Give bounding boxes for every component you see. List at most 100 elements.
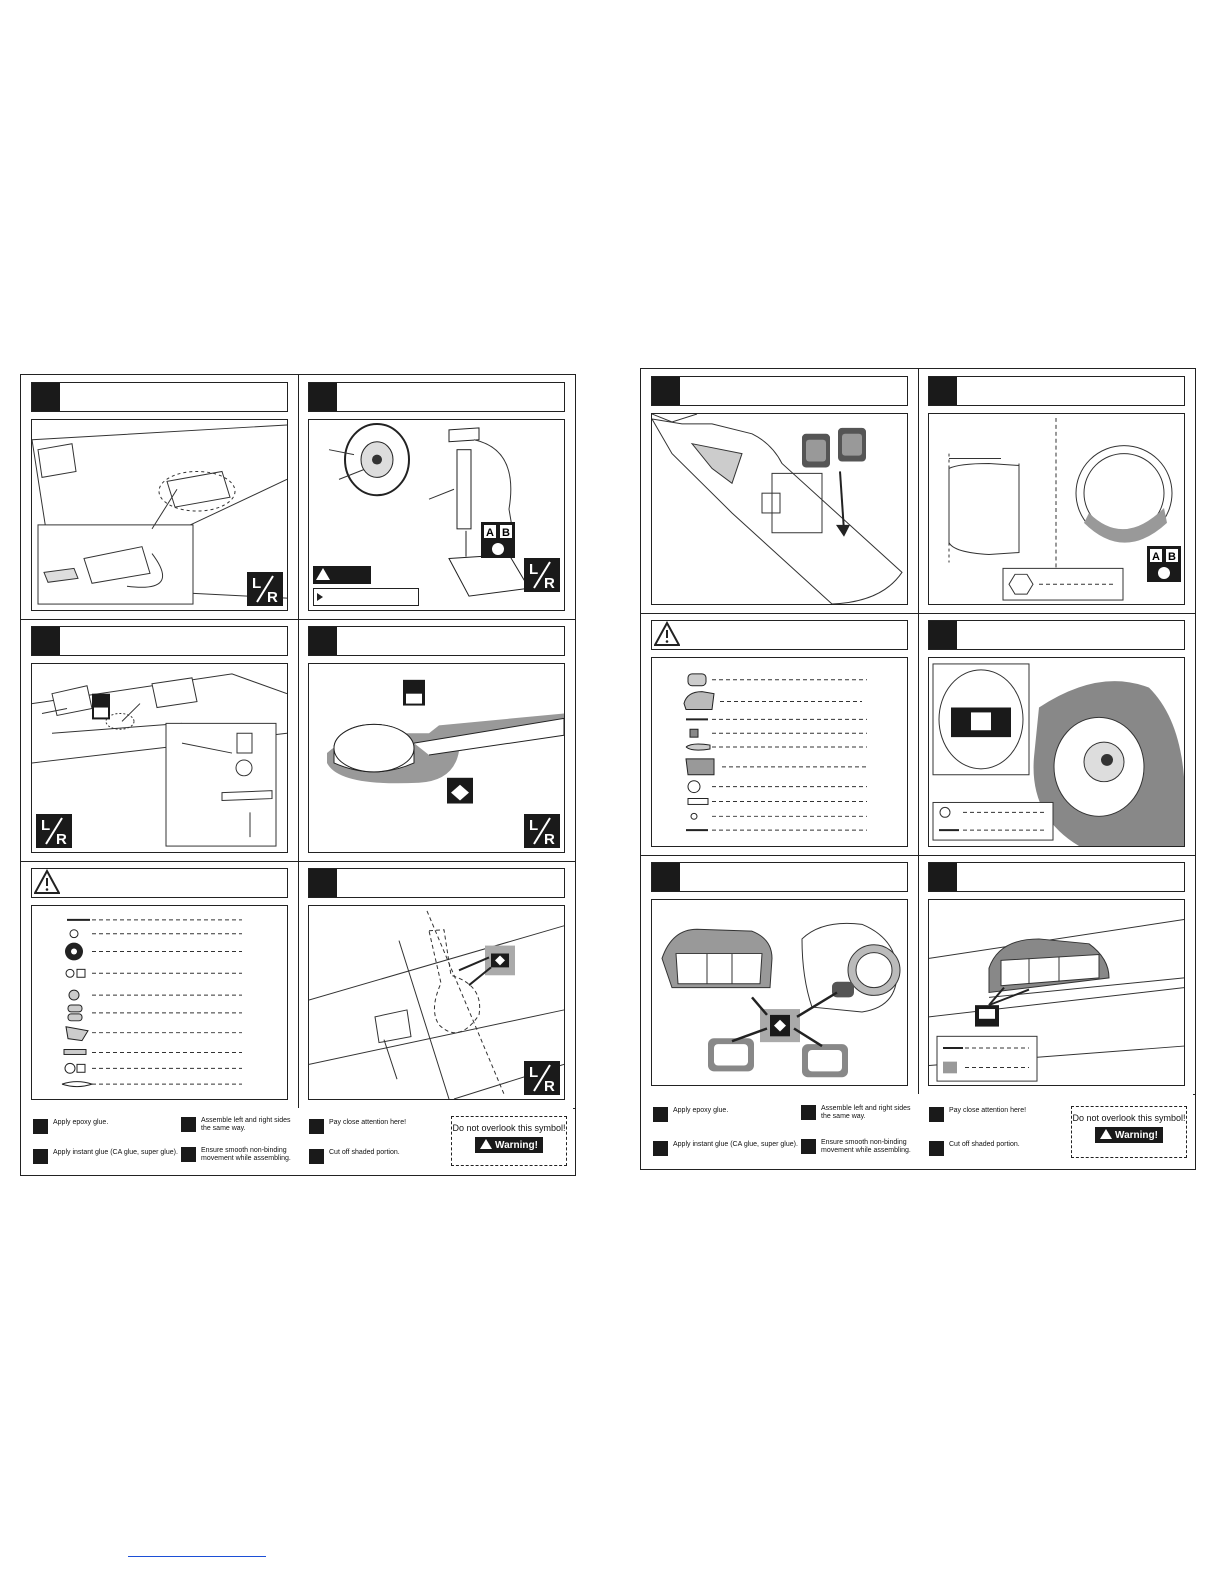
pointing-hand-icon xyxy=(309,1119,324,1134)
legend-cut: Cut off shaded portion. xyxy=(309,1149,400,1164)
step-number-box xyxy=(309,383,337,411)
parts-list-box xyxy=(31,905,288,1100)
step-number-box xyxy=(32,627,60,655)
legend-smooth: Ensure smooth non-binding movement while… xyxy=(801,1139,911,1155)
svg-text:A: A xyxy=(486,527,494,539)
step-servo-cutout: L R xyxy=(298,619,575,861)
warning-triangle-icon xyxy=(480,1139,493,1149)
svg-text:A: A xyxy=(1152,551,1160,563)
step-header xyxy=(651,862,908,892)
step-wing-servo: L R xyxy=(298,861,575,1108)
arrows-icon xyxy=(181,1147,196,1162)
arrow-icon xyxy=(317,593,323,601)
step-number-box xyxy=(929,863,957,891)
ca-glue-icon xyxy=(33,1149,48,1164)
step-header xyxy=(31,868,288,898)
row-divider xyxy=(641,855,1195,856)
legend-epoxy: Apply epoxy glue. xyxy=(653,1107,728,1122)
dont-overlook-text: Do not overlook this symbol! xyxy=(1072,1113,1186,1123)
step-number-box xyxy=(652,377,680,405)
svg-text:R: R xyxy=(544,831,555,848)
step-number-box xyxy=(32,383,60,411)
step-number-box xyxy=(929,621,957,649)
row-divider xyxy=(21,619,575,620)
left-right-icon xyxy=(801,1105,816,1120)
left-right-icon: L R xyxy=(524,814,560,848)
warning-triangle-icon xyxy=(316,568,330,580)
step-hinge-install: L R xyxy=(21,375,298,619)
svg-text:R: R xyxy=(544,575,555,592)
symbol-legend: Apply epoxy glue. Apply instant glue (CA… xyxy=(641,1094,1193,1167)
warning-badge: Warning! xyxy=(475,1137,543,1153)
step-cowl-mount xyxy=(918,613,1195,855)
warning-triangle-icon xyxy=(1100,1129,1113,1139)
svg-text:R: R xyxy=(544,1078,555,1095)
parts-list-box xyxy=(651,657,908,847)
epoxy-ab-icon: A B xyxy=(481,522,515,558)
epoxy-ab-icon xyxy=(653,1107,668,1122)
step-fuselage-foam xyxy=(641,369,918,613)
svg-text:L: L xyxy=(41,817,50,834)
step-parts-list xyxy=(641,613,918,855)
step-control-horn: L R xyxy=(21,619,298,861)
epoxy-ab-icon xyxy=(33,1119,48,1134)
dont-overlook-box: Do not overlook this symbol! Warning! xyxy=(1071,1106,1187,1158)
underline-link-mark[interactable] xyxy=(128,1556,266,1557)
step-header xyxy=(308,382,565,412)
step-illustration: A B L R Warning! xyxy=(308,419,565,611)
ca-glue-icon xyxy=(653,1141,668,1156)
symbol-legend: Apply epoxy glue. Apply instant glue (CA… xyxy=(21,1108,573,1173)
row-divider xyxy=(641,613,1195,614)
step-header xyxy=(308,868,565,898)
left-right-icon: L R xyxy=(524,558,560,592)
step-header xyxy=(928,862,1185,892)
cut-icon xyxy=(929,1141,944,1156)
svg-text:R: R xyxy=(267,589,278,606)
warning-note-box xyxy=(313,588,419,606)
arrows-icon xyxy=(801,1139,816,1154)
step-wheel-strut: A B L R Warning! xyxy=(298,375,575,619)
legend-ca: Apply instant glue (CA glue, super glue)… xyxy=(33,1149,178,1164)
warning-badge: Warning! xyxy=(313,566,371,599)
step-header xyxy=(651,376,908,406)
svg-text:L: L xyxy=(529,561,538,578)
legend-epoxy: Apply epoxy glue. xyxy=(33,1119,108,1134)
column-divider xyxy=(918,369,919,1094)
step-header xyxy=(928,620,1185,650)
dont-overlook-box: Do not overlook this symbol! Warning! xyxy=(451,1116,567,1166)
epoxy-ab-icon: A B xyxy=(1147,546,1181,582)
legend-smooth: Ensure smooth non-binding movement while… xyxy=(181,1147,291,1163)
step-number-box xyxy=(309,869,337,897)
step-number-box xyxy=(309,627,337,655)
svg-text:B: B xyxy=(502,527,510,539)
left-right-icon: L R xyxy=(247,572,283,606)
left-instruction-page: L R A xyxy=(20,374,576,1176)
step-cowl-ring: A B xyxy=(918,369,1195,613)
svg-text:R: R xyxy=(56,831,67,848)
step-header xyxy=(651,620,908,650)
left-right-icon: L R xyxy=(36,814,72,848)
legend-attention: Pay close attention here! xyxy=(309,1119,406,1134)
step-parts-list xyxy=(21,861,298,1108)
step-illustration: L R xyxy=(31,419,288,611)
legend-left-right: Assemble left and right sides the same w… xyxy=(181,1117,291,1133)
step-illustration xyxy=(928,657,1185,847)
step-illustration: L R xyxy=(308,663,565,853)
step-number-box xyxy=(929,377,957,405)
step-header xyxy=(928,376,1185,406)
left-right-icon: L R xyxy=(524,1061,560,1095)
warning-triangle-icon xyxy=(654,620,680,646)
step-canopy-mount xyxy=(918,855,1195,1094)
step-number-box xyxy=(652,863,680,891)
warning-triangle-icon xyxy=(34,868,60,894)
step-canopy-parts xyxy=(641,855,918,1094)
step-illustration: A B xyxy=(928,413,1185,605)
svg-text:L: L xyxy=(529,817,538,834)
column-divider xyxy=(298,375,299,1108)
dont-overlook-text: Do not overlook this symbol! xyxy=(452,1123,566,1133)
legend-ca: Apply instant glue (CA glue, super glue)… xyxy=(653,1141,798,1156)
step-header xyxy=(31,382,288,412)
svg-text:B: B xyxy=(1168,551,1176,563)
warning-label: Warning! xyxy=(313,587,361,599)
cut-icon xyxy=(309,1149,324,1164)
